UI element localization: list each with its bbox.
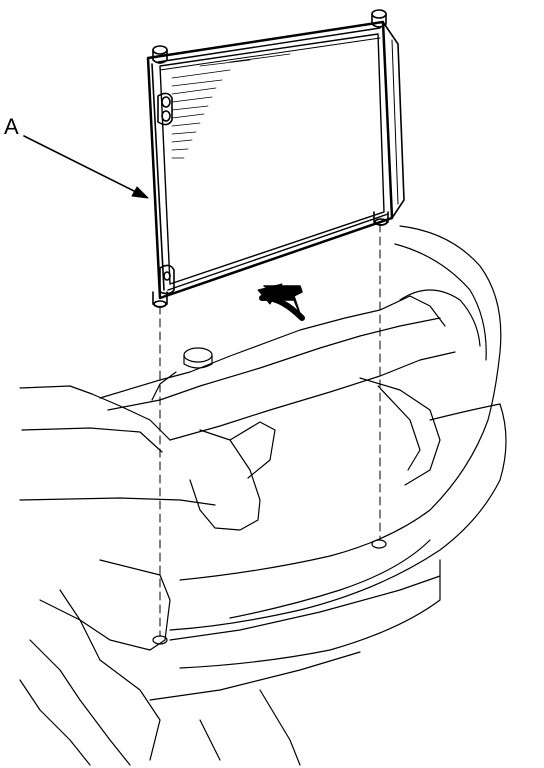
condenser [146, 9, 405, 308]
bumper-shell [179, 225, 502, 581]
condenser-bottom-mounts [152, 211, 389, 308]
reservoir-cap [183, 347, 213, 363]
hood-edge [19, 385, 171, 441]
condenser-fittings [157, 92, 175, 295]
condenser-frame [146, 20, 394, 300]
support-bracket-left [189, 429, 261, 531]
lower-crossmember [59, 559, 171, 651]
fitting-lower [159, 264, 175, 295]
lower-mount-hole-right [371, 539, 387, 549]
fender-lower [19, 497, 216, 506]
condenser-core [159, 33, 385, 285]
condenser-top-mounts [152, 9, 387, 64]
radiator-support-upper [99, 295, 446, 399]
callout-label-a: A [4, 114, 19, 139]
fender-line [21, 427, 163, 453]
alignment-guides [159, 223, 381, 637]
mount-top-left [152, 49, 168, 64]
condenser-fins [171, 53, 291, 159]
support-bracket-right [359, 377, 441, 486]
mount-top-right [371, 13, 387, 28]
callout-leader-a [23, 135, 145, 197]
fitting-upper [157, 92, 173, 126]
callout-arrowhead-a [131, 186, 149, 199]
bumper-front [169, 403, 507, 631]
vehicle-front-end [19, 225, 507, 766]
condenser-side-tank [382, 21, 405, 219]
radiator-support-face [107, 317, 441, 411]
